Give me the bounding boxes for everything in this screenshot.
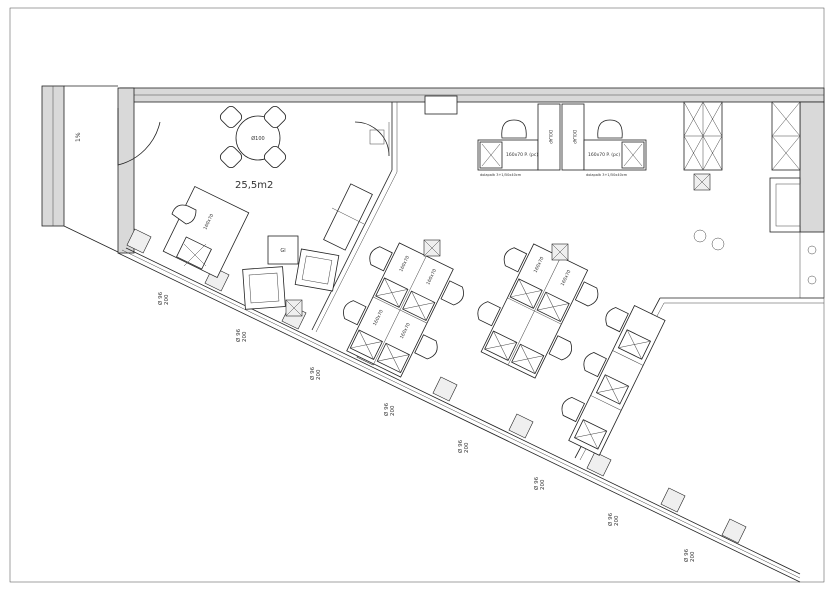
window-tag-7: Ø 96200 [607, 512, 620, 526]
window-tag-1: Ø 96200 [157, 291, 170, 305]
storage-unit [323, 183, 373, 251]
east-wall [799, 101, 825, 233]
room-area-label: 25,5m2 [235, 180, 273, 191]
round-meeting-table: Ø100 [219, 105, 287, 169]
window-tag-2: Ø 96200 [235, 328, 248, 342]
workstation-cluster-1: 160x70 160x70 160x70 160x70 [343, 242, 464, 378]
svg-text:160x70 P. (pc): 160x70 P. (pc) [588, 152, 620, 158]
window-tag-6: Ø 96200 [533, 476, 546, 490]
cabinet-left [537, 103, 561, 171]
cabinet-right [561, 103, 585, 171]
window-tags: Ø 96200 Ø 96200 Ø 96200 Ø 96200 Ø 96200 … [157, 291, 696, 562]
workstation-cluster-2: 160x70 160x70 [477, 243, 599, 379]
meeting-room-door [354, 121, 390, 157]
svg-text:160x70 P. (pc): 160x70 P. (pc) [506, 152, 538, 158]
window-tag-8: Ø 96200 [683, 548, 696, 562]
svg-text:DOLAP: DOLAP [548, 130, 553, 144]
workstation-cluster-3 [561, 305, 666, 456]
west-wall [117, 87, 135, 254]
diagonal-facade-outer [117, 252, 801, 583]
svg-text:dolapaltı 3+1/50x40cm: dolapaltı 3+1/50x40cm [586, 173, 628, 177]
lounge-seating: Gl [242, 235, 340, 317]
window-tag-5: Ø 96200 [457, 439, 470, 453]
top-workstation-left: 160x70 P. (pc) dolapaltı 3+1/50x40cm [477, 119, 539, 177]
window-tag-3: Ø 96200 [309, 366, 322, 380]
side-table [711, 237, 725, 251]
diagonal-facade-inner [125, 247, 801, 575]
top-workstation-right: 160x70 P. (pc) dolapaltı 3+1/50x40cm [583, 119, 647, 177]
side-table [693, 229, 707, 243]
entrance-door [117, 108, 161, 166]
meeting-room-desk: 160x70 [162, 185, 250, 279]
svg-text:Gl: Gl [280, 248, 285, 254]
wall-niche [424, 95, 458, 115]
sofa [769, 177, 801, 233]
svg-text:DOLAP: DOLAP [572, 130, 577, 144]
round-table-label: Ø100 [251, 135, 264, 142]
svg-text:dolapaltı 3+1/50x40cm: dolapaltı 3+1/50x40cm [480, 173, 522, 177]
window-tag-4: Ø 96200 [383, 402, 396, 416]
slope-label: 1% [75, 132, 82, 142]
right-storage-blocks [683, 101, 801, 191]
